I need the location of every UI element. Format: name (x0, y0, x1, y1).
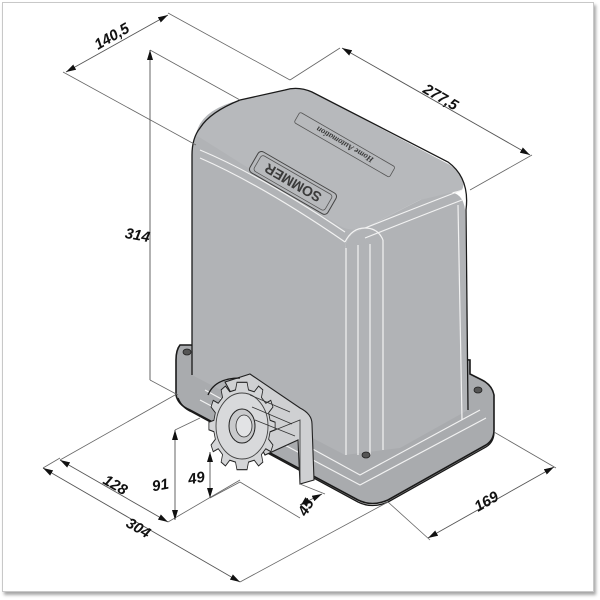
dim-314: 314 (124, 225, 152, 246)
dim-128: 128 (100, 472, 131, 500)
mount-hole-left (182, 348, 192, 356)
mount-hole-front (361, 451, 371, 459)
housing-side-face (345, 192, 468, 455)
housing-top-face (196, 88, 464, 230)
dim-304: 304 (123, 515, 154, 543)
dim-140-5: 140,5 (92, 20, 134, 54)
dim-49: 49 (186, 468, 207, 488)
pinion-gear (207, 373, 315, 485)
dim-45: 45 (294, 495, 318, 519)
dim-277-5: 277,5 (419, 80, 461, 114)
dim-91: 91 (151, 476, 170, 496)
housing (175, 87, 495, 507)
mount-hole-right (473, 386, 483, 394)
housing-front-face (192, 135, 365, 455)
